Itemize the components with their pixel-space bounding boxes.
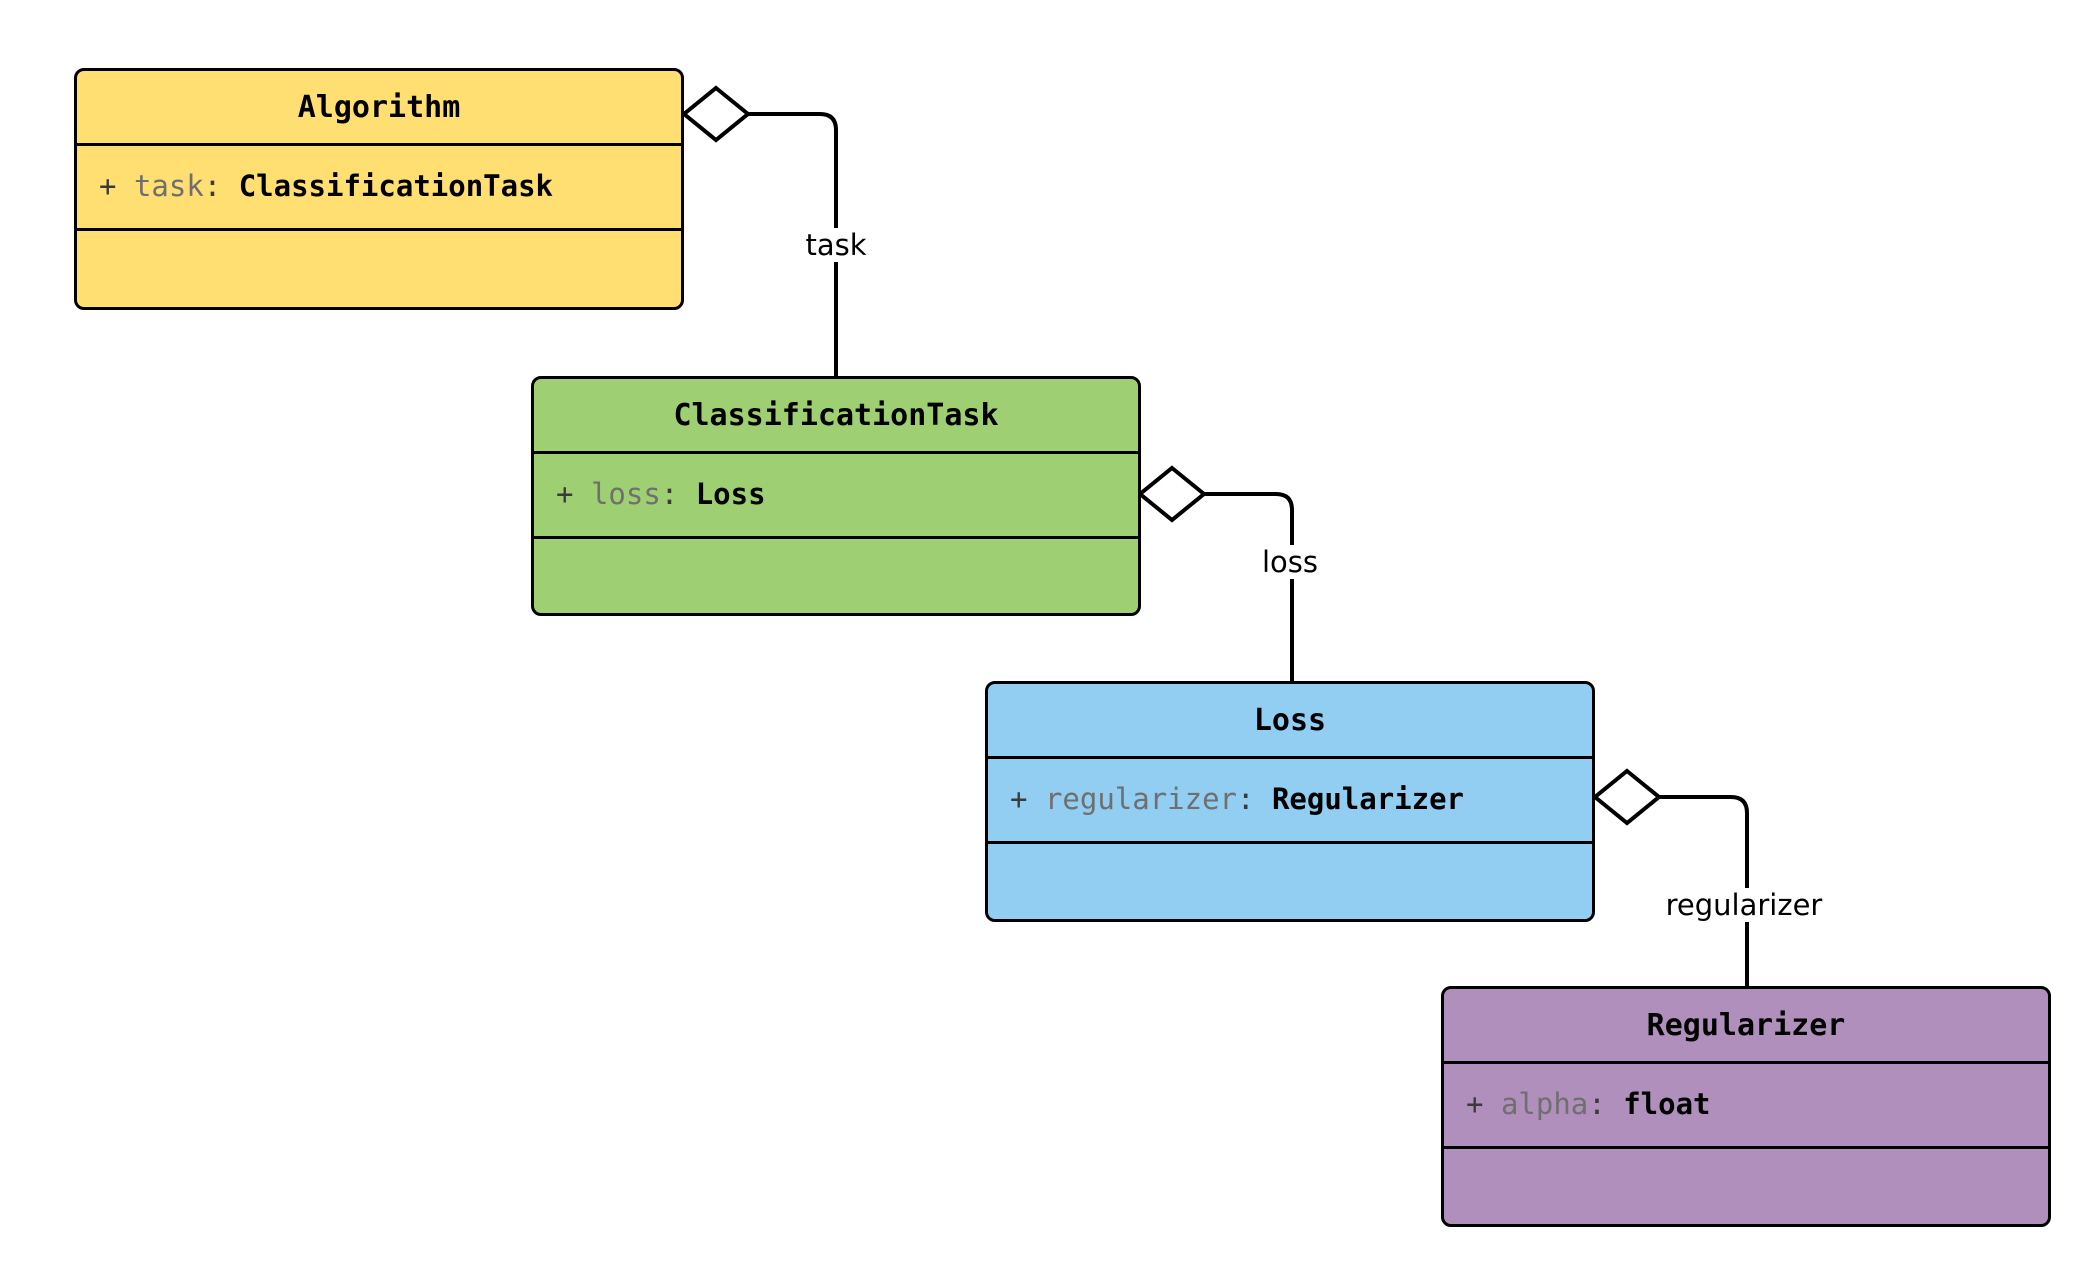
aggregation-diamond-loss bbox=[1136, 465, 1208, 523]
class-methods-classification-task bbox=[534, 539, 1138, 613]
class-methods-loss bbox=[988, 844, 1592, 919]
attribute-colon: : bbox=[203, 169, 222, 204]
relationship-label-regularizer: regularizer bbox=[1660, 888, 1828, 922]
attribute-visibility: + bbox=[556, 477, 574, 512]
attribute-name: loss bbox=[590, 477, 661, 512]
attribute-colon: : bbox=[1237, 782, 1255, 817]
aggregation-diamond-regularizer bbox=[1591, 768, 1663, 826]
attribute-type: float bbox=[1623, 1087, 1711, 1122]
class-divider bbox=[534, 451, 1138, 454]
class-attribute: + task: ClassificationTask bbox=[99, 170, 681, 203]
class-divider bbox=[534, 536, 1138, 539]
aggregation-line-loss bbox=[1204, 492, 1294, 681]
attribute-colon: : bbox=[660, 477, 679, 512]
uml-class-regularizer[interactable]: Regularizer + alpha: float bbox=[1441, 986, 2051, 1227]
class-divider bbox=[988, 841, 1592, 844]
class-divider bbox=[1444, 1146, 2048, 1149]
attribute-visibility: + bbox=[99, 169, 117, 204]
class-attribute: + regularizer: Regularizer bbox=[1010, 783, 1592, 816]
class-divider bbox=[988, 756, 1592, 759]
relationship-algorithm-task[interactable] bbox=[680, 85, 838, 376]
class-divider bbox=[77, 228, 681, 231]
class-methods-algorithm bbox=[77, 231, 681, 307]
attribute-type: ClassificationTask bbox=[238, 169, 553, 204]
relationship-label-task: task bbox=[800, 228, 872, 262]
class-divider bbox=[77, 143, 681, 146]
class-title-classification-task: ClassificationTask bbox=[673, 397, 999, 433]
uml-class-classification-task[interactable]: ClassificationTask + loss: Loss bbox=[531, 376, 1141, 616]
class-attribute: + alpha: float bbox=[1466, 1088, 2048, 1121]
aggregation-line-regularizer bbox=[1659, 795, 1749, 986]
attribute-name: regularizer bbox=[1044, 782, 1237, 817]
attribute-type: Loss bbox=[695, 477, 766, 512]
relationship-label-loss: loss bbox=[1256, 545, 1324, 579]
attribute-type: Regularizer bbox=[1271, 782, 1464, 817]
class-attributes-algorithm: + task: ClassificationTask bbox=[77, 146, 681, 228]
attribute-colon: : bbox=[1588, 1087, 1606, 1122]
class-title-regularizer: Regularizer bbox=[1646, 1007, 1846, 1043]
attribute-name: alpha bbox=[1500, 1087, 1589, 1122]
class-attributes-classification-task: + loss: Loss bbox=[534, 454, 1138, 536]
uml-class-algorithm[interactable]: Algorithm + task: ClassificationTask bbox=[74, 68, 684, 310]
relationship-loss-regularizer[interactable] bbox=[1591, 768, 1749, 986]
aggregation-diamond-task bbox=[680, 85, 752, 143]
relationship-task-loss[interactable] bbox=[1136, 465, 1294, 681]
class-title-algorithm: Algorithm bbox=[297, 89, 461, 125]
class-divider bbox=[1444, 1061, 2048, 1064]
aggregation-line-task bbox=[748, 112, 838, 376]
attribute-visibility: + bbox=[1466, 1087, 1484, 1122]
class-attributes-loss: + regularizer: Regularizer bbox=[988, 759, 1592, 841]
class-methods-regularizer bbox=[1444, 1149, 2048, 1224]
class-attributes-regularizer: + alpha: float bbox=[1444, 1064, 2048, 1146]
uml-class-loss[interactable]: Loss + regularizer: Regularizer bbox=[985, 681, 1595, 922]
attribute-visibility: + bbox=[1010, 782, 1028, 817]
class-title-loss: Loss bbox=[1253, 702, 1327, 738]
attribute-name: task bbox=[133, 169, 204, 204]
class-attribute: + loss: Loss bbox=[556, 478, 1138, 511]
